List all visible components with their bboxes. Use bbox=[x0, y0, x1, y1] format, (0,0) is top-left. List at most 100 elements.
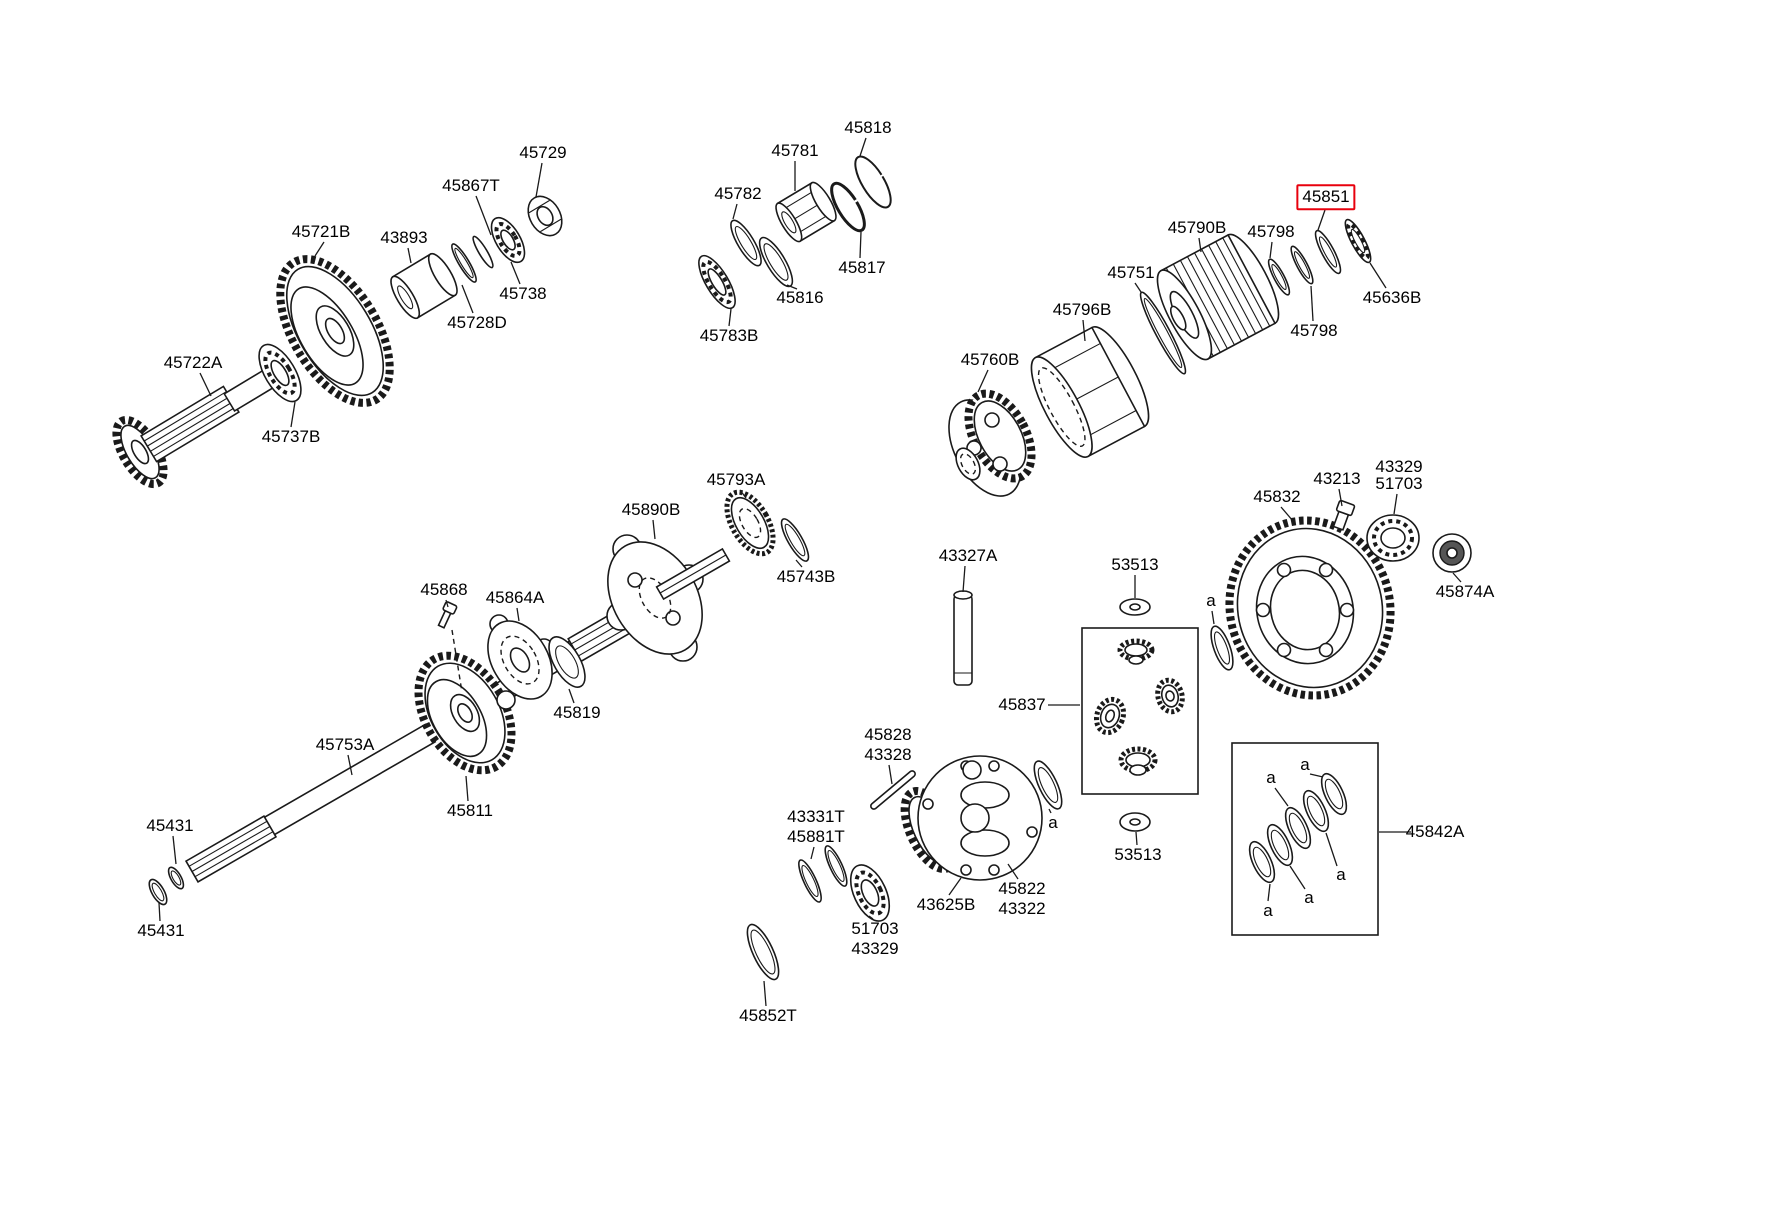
leader-line-51703 bbox=[1393, 493, 1398, 515]
part-45890b-carrier bbox=[606, 534, 704, 662]
part-label-a[interactable]: a bbox=[1263, 901, 1273, 921]
leader-line-45760b bbox=[977, 369, 989, 393]
part-45828-pin bbox=[870, 770, 916, 810]
leader-line-45811 bbox=[465, 775, 469, 802]
part-45798-washer-2 bbox=[1290, 245, 1314, 285]
part-label-45782[interactable]: 45782 bbox=[714, 184, 762, 204]
leader-line-45881t bbox=[810, 846, 815, 860]
part-label-45760b[interactable]: 45760B bbox=[960, 350, 1020, 370]
leader-line-a bbox=[1048, 808, 1052, 814]
part-45782-ring bbox=[730, 219, 762, 267]
part-label-45636b[interactable]: 45636B bbox=[1362, 288, 1422, 308]
part-label-45868[interactable]: 45868 bbox=[420, 580, 468, 600]
part-label-45798[interactable]: 45798 bbox=[1290, 321, 1338, 341]
part-label-45852t[interactable]: 45852T bbox=[739, 1006, 797, 1026]
leader-line-45798 bbox=[1310, 285, 1314, 322]
leader-line-45721b bbox=[314, 241, 325, 257]
part-label-43327a[interactable]: 43327A bbox=[938, 546, 998, 566]
part-label-51703[interactable]: 51703 bbox=[1375, 474, 1423, 494]
part-label-45743b[interactable]: 45743B bbox=[776, 567, 836, 587]
part-label-45431[interactable]: 45431 bbox=[146, 816, 194, 836]
part-a-shim-4 bbox=[1302, 789, 1330, 833]
part-45431-snap-rings bbox=[148, 866, 185, 906]
part-45760b-gear bbox=[948, 389, 1036, 497]
part-45743b-ring bbox=[780, 518, 810, 562]
shim-box-group bbox=[1231, 742, 1379, 936]
part-a-shim-1 bbox=[1248, 840, 1276, 884]
part-label-43322[interactable]: 43322 bbox=[998, 899, 1046, 919]
part-label-45874a[interactable]: 45874A bbox=[1435, 582, 1495, 602]
part-45796b-drum bbox=[1030, 326, 1150, 458]
part-label-45816[interactable]: 45816 bbox=[776, 288, 824, 308]
leader-line-45431 bbox=[172, 835, 177, 865]
part-label-a[interactable]: a bbox=[1206, 591, 1216, 611]
part-label-45842a[interactable]: 45842A bbox=[1405, 822, 1465, 842]
part-label-45881t[interactable]: 45881T bbox=[787, 827, 845, 847]
part-label-45818[interactable]: 45818 bbox=[844, 118, 892, 138]
leader-line-a bbox=[1274, 787, 1289, 807]
part-label-43893[interactable]: 43893 bbox=[380, 228, 428, 248]
part-label-43331t[interactable]: 43331T bbox=[787, 807, 845, 827]
part-label-45796b[interactable]: 45796B bbox=[1052, 300, 1112, 320]
part-label-a[interactable]: a bbox=[1048, 813, 1058, 833]
part-label-45722a[interactable]: 45722A bbox=[163, 353, 223, 373]
part-45729-nut bbox=[527, 195, 563, 237]
part-label-45890b[interactable]: 45890B bbox=[621, 500, 681, 520]
part-label-45783b[interactable]: 45783B bbox=[699, 326, 759, 346]
part-shaft-tip-upper bbox=[655, 547, 731, 601]
part-label-45822[interactable]: 45822 bbox=[998, 879, 1046, 899]
part-label-43328[interactable]: 43328 bbox=[864, 745, 912, 765]
part-label-45819[interactable]: 45819 bbox=[553, 703, 601, 723]
part-45721b-gear bbox=[276, 255, 394, 407]
leader-line-45782 bbox=[732, 203, 738, 220]
leader-line-45738 bbox=[510, 261, 521, 285]
part-label-45867t[interactable]: 45867T bbox=[442, 176, 500, 196]
part-label-45737b[interactable]: 45737B bbox=[261, 427, 321, 447]
part-label-45864a[interactable]: 45864A bbox=[485, 588, 545, 608]
part-45817-snap-ring bbox=[830, 181, 866, 233]
part-label-43213[interactable]: 43213 bbox=[1313, 469, 1361, 489]
leader-line-a bbox=[1325, 832, 1338, 867]
part-label-45721b[interactable]: 45721B bbox=[291, 222, 351, 242]
part-a-shim-5 bbox=[1320, 772, 1348, 816]
part-45737b-bearing bbox=[258, 343, 302, 403]
part-label-45753a[interactable]: 45753A bbox=[315, 735, 375, 755]
part-label-45790b[interactable]: 45790B bbox=[1167, 218, 1227, 238]
part-label-53513[interactable]: 53513 bbox=[1111, 555, 1159, 575]
part-label-a[interactable]: a bbox=[1300, 755, 1310, 775]
part-45798-washer-1 bbox=[1267, 258, 1291, 296]
part-label-a[interactable]: a bbox=[1266, 768, 1276, 788]
part-45874a-washer bbox=[1432, 533, 1472, 573]
leader-line-45783b bbox=[728, 308, 732, 327]
part-45751-ring bbox=[1139, 291, 1187, 375]
part-label-43625b[interactable]: 43625B bbox=[916, 895, 976, 915]
part-45819-drum bbox=[548, 636, 586, 688]
part-label-45738[interactable]: 45738 bbox=[499, 284, 547, 304]
part-45851-bearing bbox=[1314, 229, 1342, 275]
part-label-a[interactable]: a bbox=[1304, 888, 1314, 908]
part-label-45751[interactable]: 45751 bbox=[1107, 263, 1155, 283]
part-label-53513[interactable]: 53513 bbox=[1114, 845, 1162, 865]
part-label-45729[interactable]: 45729 bbox=[519, 143, 567, 163]
part-label-45811[interactable]: 45811 bbox=[446, 801, 494, 821]
part-label-45781[interactable]: 45781 bbox=[771, 141, 819, 161]
part-label-a[interactable]: a bbox=[1336, 865, 1346, 885]
leader-line-45751 bbox=[1134, 282, 1142, 293]
leader-line-a bbox=[1211, 610, 1215, 625]
part-label-45828[interactable]: 45828 bbox=[864, 725, 912, 745]
part-label-51703[interactable]: 51703 bbox=[851, 919, 899, 939]
leader-line-a bbox=[1267, 883, 1271, 902]
part-label-45817[interactable]: 45817 bbox=[838, 258, 886, 278]
leader-line-45818 bbox=[859, 137, 867, 157]
part-label-43329[interactable]: 43329 bbox=[1375, 457, 1423, 477]
part-label-45851[interactable]: 45851 bbox=[1296, 184, 1356, 210]
part-label-45793a[interactable]: 45793A bbox=[706, 470, 766, 490]
part-label-45837[interactable]: 45837 bbox=[998, 695, 1046, 715]
part-45728d-snap-ring bbox=[451, 243, 477, 283]
part-label-43329[interactable]: 43329 bbox=[851, 939, 899, 959]
part-label-45798[interactable]: 45798 bbox=[1247, 222, 1295, 242]
part-label-45431[interactable]: 45431 bbox=[137, 921, 185, 941]
part-label-45728d[interactable]: 45728D bbox=[447, 313, 507, 333]
part-label-45832[interactable]: 45832 bbox=[1253, 487, 1301, 507]
